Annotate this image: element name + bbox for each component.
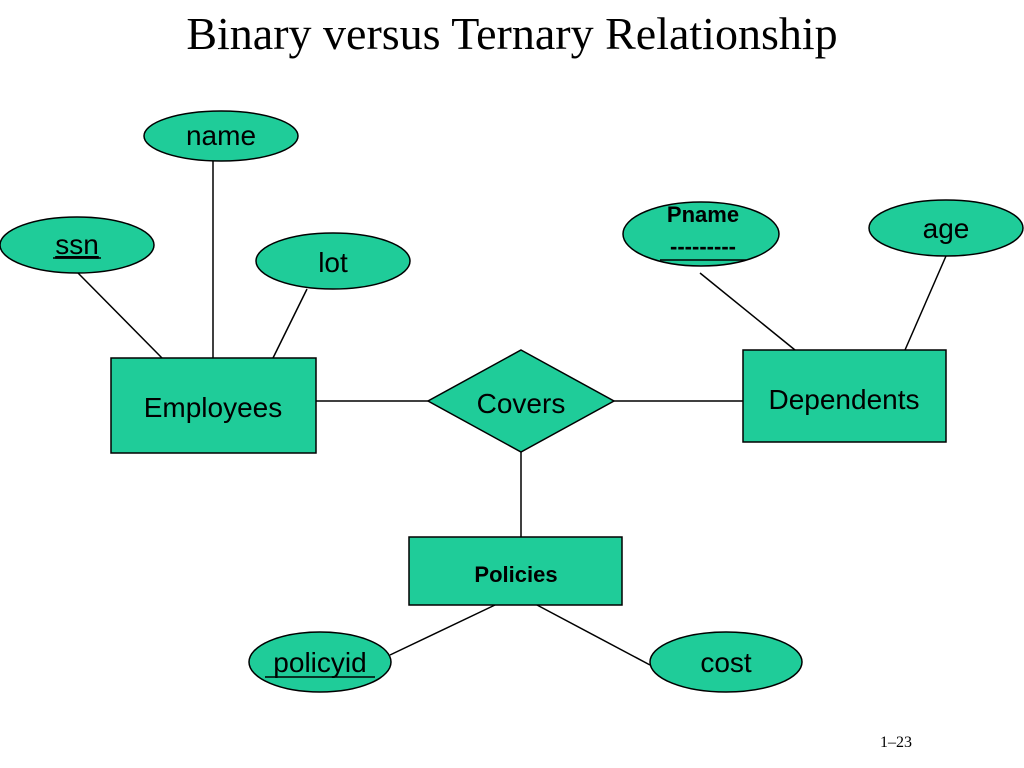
relationship-covers: Covers [426,349,616,453]
attribute-name-label: name [186,120,256,151]
attribute-ssn: ssn [0,216,155,274]
line-pname-dependents [699,272,796,351]
line-policies-policyid [389,604,496,656]
attribute-policyid-label: policyid [273,647,366,678]
entity-dependents-label: Dependents [768,384,919,415]
entity-policies-label: Policies [474,562,557,587]
attribute-age-label: age [923,213,970,244]
relationship-covers-label: Covers [477,388,566,419]
line-age-dependents [904,255,947,351]
attribute-pname: Pname --------- [622,201,780,267]
attribute-policyid: policyid [248,631,392,693]
attribute-cost: cost [649,631,803,693]
slide-title: Binary versus Ternary Relationship [186,8,838,59]
slide-number: 1–23 [880,734,912,751]
entity-employees: Employees [110,357,317,454]
attribute-lot-label: lot [318,247,348,278]
entity-policies: Policies [408,536,623,606]
entity-employees-label: Employees [144,392,283,423]
attribute-age: age [868,199,1024,257]
entity-dependents: Dependents [742,349,947,443]
attribute-lot: lot [255,232,411,290]
attribute-name: name [143,110,299,162]
attribute-ssn-label: ssn [55,229,99,260]
line-lot-employees [272,288,308,359]
attribute-cost-label: cost [700,647,752,678]
line-policies-cost [536,604,651,666]
attribute-pname-label: Pname [667,202,739,227]
connectors [77,160,947,666]
line-ssn-employees [77,272,163,359]
attribute-pname-dashes: --------- [670,234,736,259]
